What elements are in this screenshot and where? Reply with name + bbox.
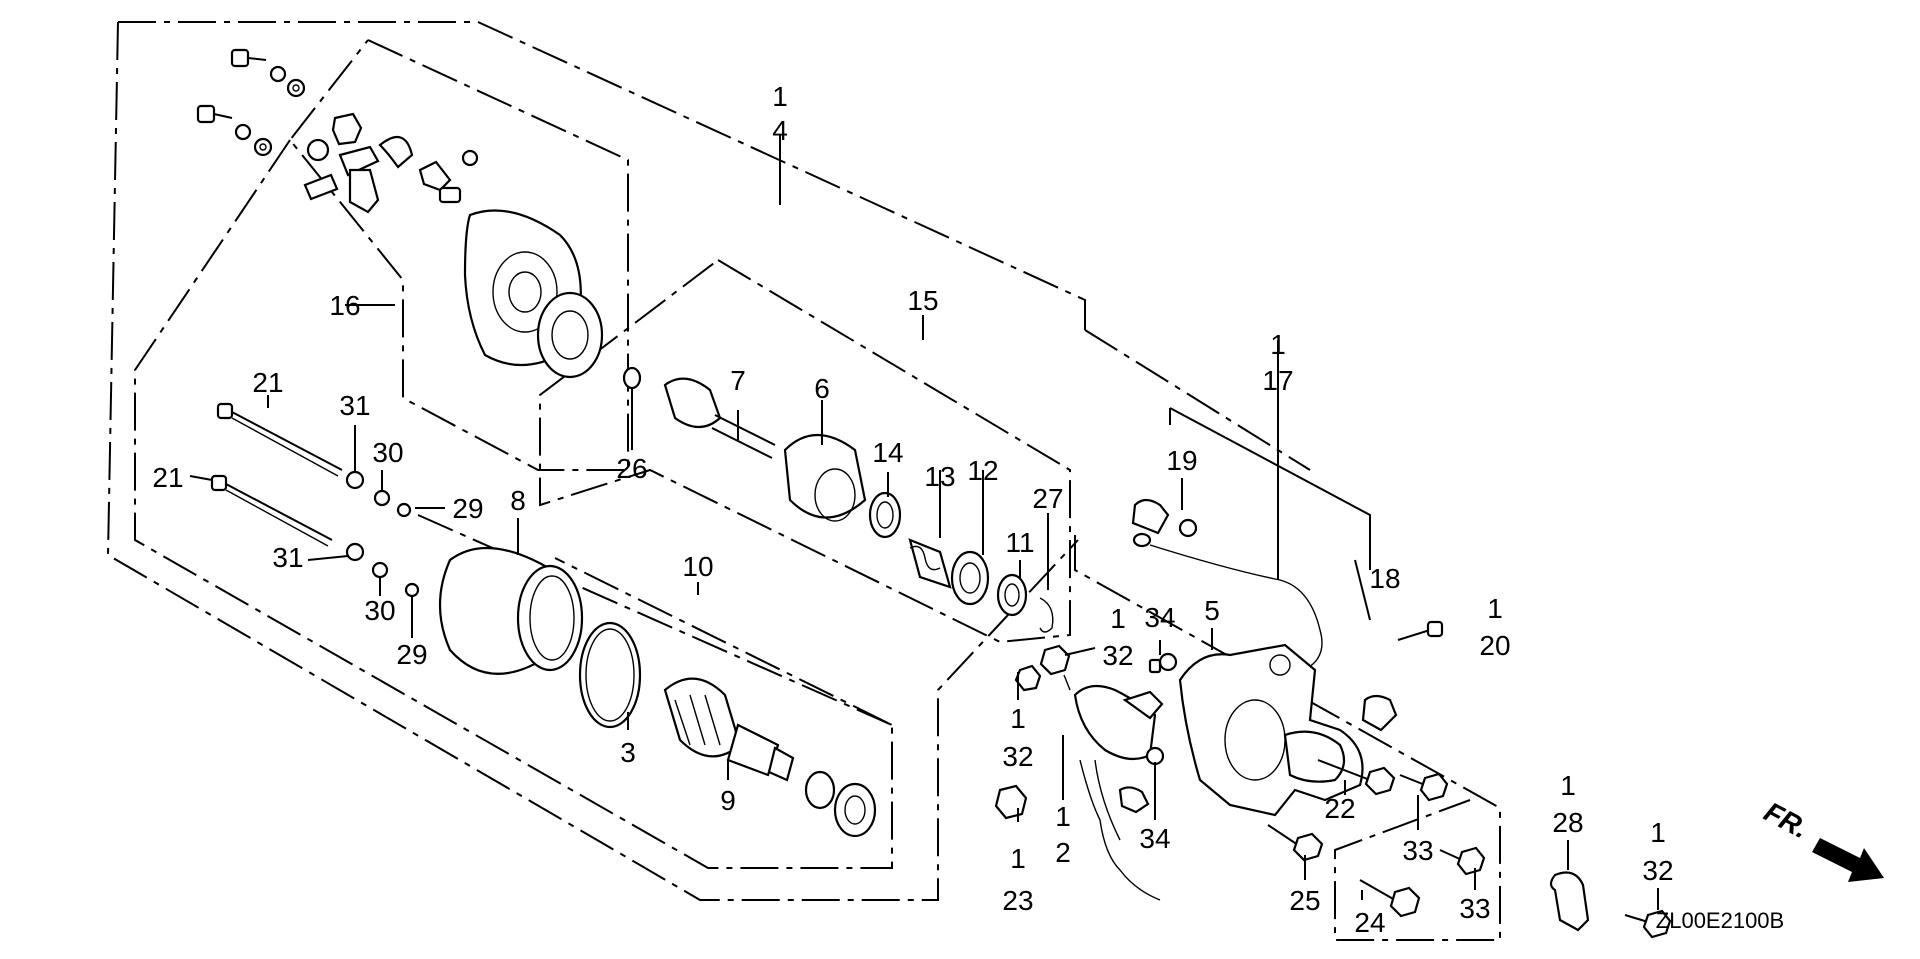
callout-17: 17 [1262, 365, 1293, 396]
callout-29: 29 [396, 639, 427, 670]
callout-32: 32 [1102, 640, 1133, 671]
callout-31: 31 [272, 542, 303, 573]
fr-label: FR. [1759, 796, 1813, 845]
armature [663, 677, 877, 838]
callout-labels: 1 4 16 15 7 6 26 21 21 31 31 30 30 29 29… [152, 81, 1673, 938]
callout-1: 1 [772, 81, 788, 112]
callout-18: 18 [1369, 563, 1400, 594]
leader-lines [189, 135, 1659, 910]
callout-20: 20 [1479, 630, 1510, 661]
callout-29: 29 [452, 493, 483, 524]
callout-1: 1 [1650, 817, 1666, 848]
callout-1: 1 [1560, 770, 1576, 801]
callout-1: 1 [1110, 603, 1126, 634]
callout-26: 26 [616, 453, 647, 484]
rear-cover [463, 209, 604, 379]
callout-6: 6 [814, 373, 830, 404]
callout-21: 21 [152, 462, 183, 493]
brush-holder-parts [303, 112, 479, 214]
callout-25: 25 [1289, 885, 1320, 916]
callout-15: 15 [907, 285, 938, 316]
top-bolts [196, 48, 306, 157]
callout-1: 1 [1010, 843, 1026, 874]
callout-1: 1 [1487, 593, 1503, 624]
bolt-20 [1397, 620, 1444, 641]
callout-28: 28 [1552, 807, 1583, 838]
callout-11: 11 [1005, 527, 1034, 558]
callout-30: 30 [364, 595, 395, 626]
o-ring [578, 621, 642, 729]
callout-14: 14 [872, 437, 903, 468]
through-bolts [210, 402, 420, 598]
callout-32: 32 [1002, 741, 1033, 772]
callout-2: 2 [1055, 837, 1071, 868]
callout-1: 1 [1010, 703, 1026, 734]
diagram-code: ZL00E2100B [1656, 908, 1784, 933]
assembly-boundaries [106, 21, 1501, 941]
lower-bolts [1267, 759, 1486, 918]
callout-33: 33 [1402, 835, 1433, 866]
pinion-group [663, 377, 1054, 633]
callout-16: 16 [329, 290, 360, 321]
solenoid [1063, 674, 1165, 901]
callout-24: 24 [1354, 907, 1385, 938]
bracket-28 [1549, 871, 1590, 932]
callout-8: 8 [510, 485, 526, 516]
callout-21: 21 [252, 367, 283, 398]
callout-27: 27 [1032, 483, 1063, 514]
callout-4: 4 [772, 115, 788, 146]
callout-33: 33 [1459, 893, 1490, 924]
callout-32: 32 [1642, 855, 1673, 886]
yoke [438, 546, 584, 675]
callout-19: 19 [1166, 445, 1197, 476]
callout-23: 23 [1002, 885, 1033, 916]
callout-12: 12 [967, 455, 998, 486]
callout-7: 7 [730, 365, 746, 396]
callout-3: 3 [620, 737, 636, 768]
callout-31: 31 [339, 390, 370, 421]
callout-1: 1 [1055, 801, 1071, 832]
callout-34: 34 [1144, 602, 1175, 633]
washer-26 [622, 366, 642, 390]
front-housing [1158, 643, 1364, 817]
callout-13: 13 [924, 461, 955, 492]
callout-10: 10 [682, 551, 713, 582]
front-direction-arrow: FR. [1759, 796, 1884, 882]
arrow-icon [1812, 838, 1884, 882]
bolt-32-bottom [1624, 909, 1672, 939]
callout-9: 9 [720, 785, 736, 816]
callout-1: 1 [1270, 329, 1286, 360]
callout-30: 30 [372, 437, 403, 468]
callout-22: 22 [1324, 793, 1355, 824]
callout-34: 34 [1139, 823, 1170, 854]
callout-5: 5 [1204, 595, 1220, 626]
